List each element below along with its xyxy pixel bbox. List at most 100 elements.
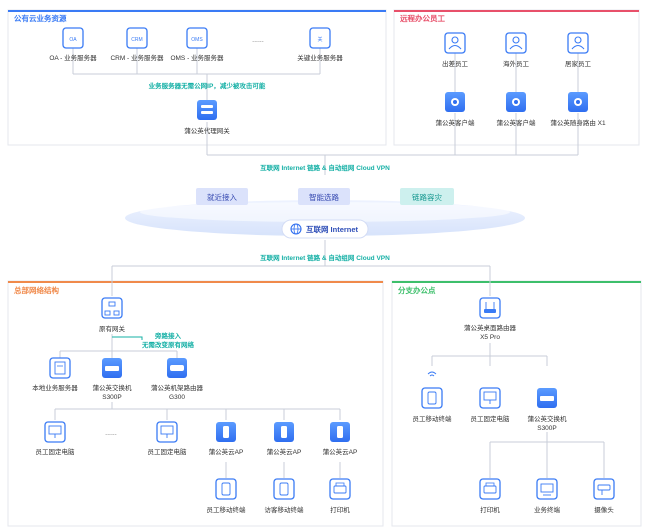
server-icon bbox=[54, 361, 66, 375]
network-icon bbox=[108, 301, 116, 307]
overseas-employee-label: 海外员工 bbox=[503, 59, 530, 68]
switch-icon bbox=[540, 396, 554, 401]
hq-employee-mobile[interactable]: 员工移动终端 bbox=[207, 478, 247, 514]
crm-server-label: CRM - 业务服务器 bbox=[110, 53, 164, 62]
portable-router-label: 蒲公英随身路由 X1 bbox=[550, 118, 606, 127]
router-icon bbox=[484, 309, 496, 313]
hq-printer[interactable]: 打印机 bbox=[329, 478, 351, 514]
feature-smart-routing-label: 智能选路 bbox=[309, 192, 339, 202]
hq-panel: 总部网络结构 bbox=[7, 280, 384, 527]
remote-client-2-label: 蒲公英客户端 bbox=[497, 118, 537, 127]
hq-switch-model: S300P bbox=[102, 394, 122, 401]
hq-pc1-label: 员工固定电脑 bbox=[36, 447, 76, 456]
branch-terminal-label: 业务终端 bbox=[534, 505, 561, 514]
remote-client-1-label: 蒲公英客户端 bbox=[436, 118, 476, 127]
branch-employee-mobile[interactable]: 员工移动终端 bbox=[413, 387, 453, 423]
branch-router-model: X5 Pro bbox=[480, 334, 500, 341]
original-gateway[interactable]: 原有网关 bbox=[99, 297, 126, 333]
no-public-ip-note: 业务服务器无需公网IP，减少被攻击可能 bbox=[149, 81, 266, 90]
hq-printer-label: 打印机 bbox=[330, 505, 350, 514]
key-server[interactable]: 关 关键业务服务器 bbox=[297, 27, 343, 62]
bypass-note-1: 旁路接入 bbox=[154, 331, 182, 340]
crm-server[interactable]: CRM CRM - 业务服务器 bbox=[110, 27, 164, 62]
local-server-label: 本地业务服务器 bbox=[32, 383, 78, 392]
link-label-bottom: 互联网 Internet 链路 & 自动组网 Cloud VPN bbox=[260, 253, 390, 262]
key-server-label: 关键业务服务器 bbox=[297, 53, 343, 62]
hq-fixed-pc-2[interactable]: 员工固定电脑 bbox=[148, 421, 188, 456]
hq-cloud-ap-2[interactable]: 蒲公英云AP bbox=[267, 422, 302, 456]
remote-client-1[interactable]: 蒲公英客户端 bbox=[436, 92, 476, 127]
wifi-signal bbox=[427, 371, 437, 377]
branch-fixed-pc[interactable]: 员工固定电脑 bbox=[471, 387, 511, 423]
branch-camera[interactable]: 摄像头 bbox=[593, 478, 615, 514]
bypass-note-2: 无需改变原有网络 bbox=[141, 340, 195, 349]
camera-icon bbox=[597, 484, 611, 491]
remote-client-2[interactable]: 蒲公英客户端 bbox=[497, 92, 537, 127]
hq-switch-s300p[interactable]: 蒲公英交换机 S300P bbox=[93, 358, 133, 401]
overseas-employee[interactable]: 海外员工 bbox=[503, 32, 530, 68]
branch-mobile-label: 员工移动终端 bbox=[413, 414, 453, 423]
local-business-server[interactable]: 本地业务服务器 bbox=[32, 357, 78, 392]
branch-printer-label: 打印机 bbox=[480, 505, 500, 514]
public-cloud-servers: OA OA - 业务服务器 CRM CRM - 业务服务器 OMS OMS - … bbox=[49, 27, 343, 135]
server-icon: OMS bbox=[191, 37, 203, 43]
bypass-connector bbox=[112, 336, 143, 340]
access-point-icon bbox=[337, 426, 343, 438]
person-icon bbox=[574, 36, 582, 44]
branch-printer[interactable]: 打印机 bbox=[479, 478, 501, 514]
hq-fixed-pc-1[interactable]: 员工固定电脑 bbox=[36, 421, 76, 456]
branch-title: 分支办公点 bbox=[398, 285, 436, 295]
server-icon: CRM bbox=[131, 37, 142, 43]
switch-icon bbox=[105, 366, 119, 371]
branch-switch-s300p[interactable]: 蒲公英交换机 S300P bbox=[528, 388, 568, 432]
mobile-icon bbox=[221, 482, 231, 496]
hq-pc2-label: 员工固定电脑 bbox=[148, 447, 188, 456]
hq-switch-label: 蒲公英交换机 bbox=[93, 383, 133, 392]
branch-switch-label: 蒲公英交换机 bbox=[528, 414, 568, 423]
oms-server-label: OMS - 业务服务器 bbox=[170, 53, 224, 62]
feature-nearby-access-label: 就近接入 bbox=[207, 192, 237, 202]
internet-label: 互联网 Internet bbox=[306, 224, 359, 234]
feature-link-failover-label: 链路容灾 bbox=[412, 192, 442, 202]
oms-server[interactable]: OMS OMS - 业务服务器 bbox=[170, 27, 224, 62]
branch-pc-label: 员工固定电脑 bbox=[471, 414, 511, 423]
hq-content: 原有网关 旁路接入 无需改变原有网络 本地业务服务器 蒲公英交换机 S300P … bbox=[32, 297, 358, 514]
traveling-employee-label: 出差员工 bbox=[442, 59, 469, 68]
branch-business-terminal[interactable]: 业务终端 bbox=[534, 478, 561, 514]
hq-router-g300[interactable]: 蒲公英机架路由器 G300 bbox=[151, 358, 204, 401]
oa-server[interactable]: OA OA - 业务服务器 bbox=[49, 27, 97, 62]
hq-mobile2-label: 访客移动终端 bbox=[265, 505, 305, 514]
home-employee-label: 居家员工 bbox=[565, 59, 592, 68]
branch-camera-label: 摄像头 bbox=[594, 505, 614, 514]
branch-desktop-router[interactable]: 蒲公英桌面路由器 X5 Pro bbox=[464, 297, 517, 341]
link-label-top: 互联网 Internet 链路 & 自动组网 Cloud VPN bbox=[260, 163, 390, 172]
connector-lines bbox=[54, 48, 605, 478]
access-point-icon bbox=[223, 426, 229, 438]
traveling-employee[interactable]: 出差员工 bbox=[442, 32, 469, 68]
hq-title: 总部网络结构 bbox=[14, 285, 59, 295]
hq-mobile1-label: 员工移动终端 bbox=[207, 505, 247, 514]
router-icon bbox=[170, 365, 184, 371]
wifi-icon bbox=[427, 371, 437, 375]
hq-ap2-label: 蒲公英云AP bbox=[267, 447, 302, 456]
terminal-icon bbox=[540, 483, 554, 493]
feature-nearby-access: 就近接入 bbox=[196, 188, 248, 205]
mobile-icon bbox=[279, 482, 289, 496]
remote-people: 出差员工 海外员工 居家员工 蒲公英客户端 蒲公英客户端 bbox=[436, 32, 606, 127]
hq-visitor-mobile[interactable]: 访客移动终端 bbox=[265, 478, 305, 514]
internet-pill[interactable]: 互联网 Internet bbox=[281, 219, 369, 239]
home-employee[interactable]: 居家员工 bbox=[565, 32, 592, 68]
oa-server-label: OA - 业务服务器 bbox=[49, 53, 97, 62]
hq-ap3-label: 蒲公英云AP bbox=[323, 447, 358, 456]
branch-content: 蒲公英桌面路由器 X5 Pro 员工移动终端 员工固定电脑 蒲公英交换机 S30… bbox=[413, 297, 615, 514]
hq-cloud-ap-1[interactable]: 蒲公英云AP bbox=[209, 422, 244, 456]
portable-router-x1[interactable]: 蒲公英随身路由 X1 bbox=[550, 92, 606, 127]
original-gateway-label: 原有网关 bbox=[99, 324, 126, 333]
branch-router-label: 蒲公英桌面路由器 bbox=[464, 323, 517, 332]
feature-smart-routing: 智能选路 bbox=[298, 188, 350, 205]
proxy-gateway[interactable]: 蒲公英代理网关 bbox=[184, 100, 230, 135]
server-icon: OA bbox=[69, 37, 77, 43]
hq-cloud-ap-3[interactable]: 蒲公英云AP bbox=[323, 422, 358, 456]
branch-switch-model: S300P bbox=[537, 425, 557, 432]
server-icon: 关 bbox=[317, 36, 322, 43]
